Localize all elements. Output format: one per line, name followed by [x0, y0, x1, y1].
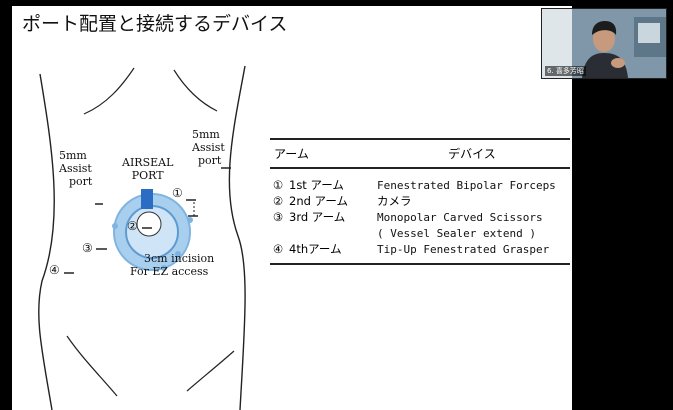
row-arm: 4thアーム: [289, 242, 342, 256]
row-arm: 3rd アーム: [289, 210, 346, 224]
row-device: Monopolar Carved Scissors: [377, 210, 543, 224]
ring-blob: [161, 265, 167, 271]
abdomen-diagram: [38, 65, 246, 410]
airseal-label-line1: AIRSEAL: [122, 156, 174, 169]
row-number: ④: [272, 242, 284, 256]
ring-blob: [187, 217, 193, 223]
airseal-port-label: AIRSEAL PORT: [122, 156, 173, 182]
table-bottom-rule: [270, 263, 570, 265]
marker-1: ①: [172, 186, 183, 200]
airseal-label-line2: PORT: [131, 169, 164, 182]
groin-left-line: [66, 335, 118, 397]
ring-blob: [112, 223, 118, 229]
right-assist-port-line2: Assist: [192, 141, 225, 154]
incision-label: 3cm incision For EZ access: [130, 252, 214, 278]
header-device: デバイス: [448, 147, 496, 161]
right-assist-port-label: 5mm Assist port: [192, 128, 225, 167]
incision-label-line2: For EZ access: [130, 265, 209, 278]
table-body: ① 1st アーム Fenestrated Bipolar Forceps ② …: [270, 169, 570, 263]
row-number: ①: [272, 178, 284, 192]
row-number: ②: [272, 194, 284, 208]
torso-left-outline: [38, 73, 55, 410]
ring-blob: [175, 251, 181, 257]
table-row: ① 1st アーム Fenestrated Bipolar Forceps: [270, 177, 570, 193]
incision-label-line1: 3cm incision: [144, 252, 215, 265]
chest-left-line: [83, 67, 135, 115]
groin-right-line: [186, 350, 235, 392]
row-number: ③: [272, 210, 284, 224]
presentation-slide: ポート配置と接続するデバイス 5mm Assist port 5mm: [12, 6, 572, 410]
table-row: ③ 3rd アーム Monopolar Carved Scissors: [270, 209, 570, 225]
table-header: アーム デバイス: [270, 140, 570, 167]
table-top-rule: [270, 138, 570, 140]
marker-3: ③: [82, 241, 93, 255]
marker-4: ④: [49, 263, 60, 277]
torso-right-outline: [228, 65, 246, 410]
row-device: ( Vessel Sealer extend ): [377, 226, 536, 240]
row-device: Tip-Up Fenestrated Grasper: [377, 242, 550, 256]
participant-video-tile[interactable]: 6. 喜多芳昭: [541, 8, 667, 79]
participant-name-tag: 6. 喜多芳昭: [545, 66, 586, 76]
table-row: ( Vessel Sealer extend ): [270, 225, 570, 241]
row-arm: 1st アーム: [289, 178, 344, 192]
row-arm: 2nd アーム: [289, 194, 349, 208]
slide-title: ポート配置と接続するデバイス: [22, 13, 288, 35]
arm-device-table: アーム デバイス ① 1st アーム Fenestrated Bipolar F…: [270, 138, 570, 265]
row-device: Fenestrated Bipolar Forceps: [377, 178, 556, 192]
right-assist-port-line3: port: [198, 154, 222, 167]
left-assist-port-label: 5mm Assist port: [59, 149, 92, 188]
left-assist-port-line2: Assist: [59, 162, 92, 175]
table-row: ② 2nd アーム カメラ: [270, 193, 570, 209]
camera-port-circle: [136, 211, 162, 237]
left-assist-port-line1: 5mm: [59, 149, 87, 162]
marker-2: ②: [127, 219, 138, 233]
right-assist-port-line1: 5mm: [192, 128, 220, 141]
left-assist-port-line3: port: [69, 175, 93, 188]
table-header-rule: [270, 167, 570, 169]
airseal-port-marker: [141, 189, 153, 209]
chest-right-line: [173, 69, 218, 112]
table-row: ④ 4thアーム Tip-Up Fenestrated Grasper: [270, 241, 570, 257]
row-device: カメラ: [377, 194, 412, 208]
header-arm: アーム: [274, 147, 309, 161]
